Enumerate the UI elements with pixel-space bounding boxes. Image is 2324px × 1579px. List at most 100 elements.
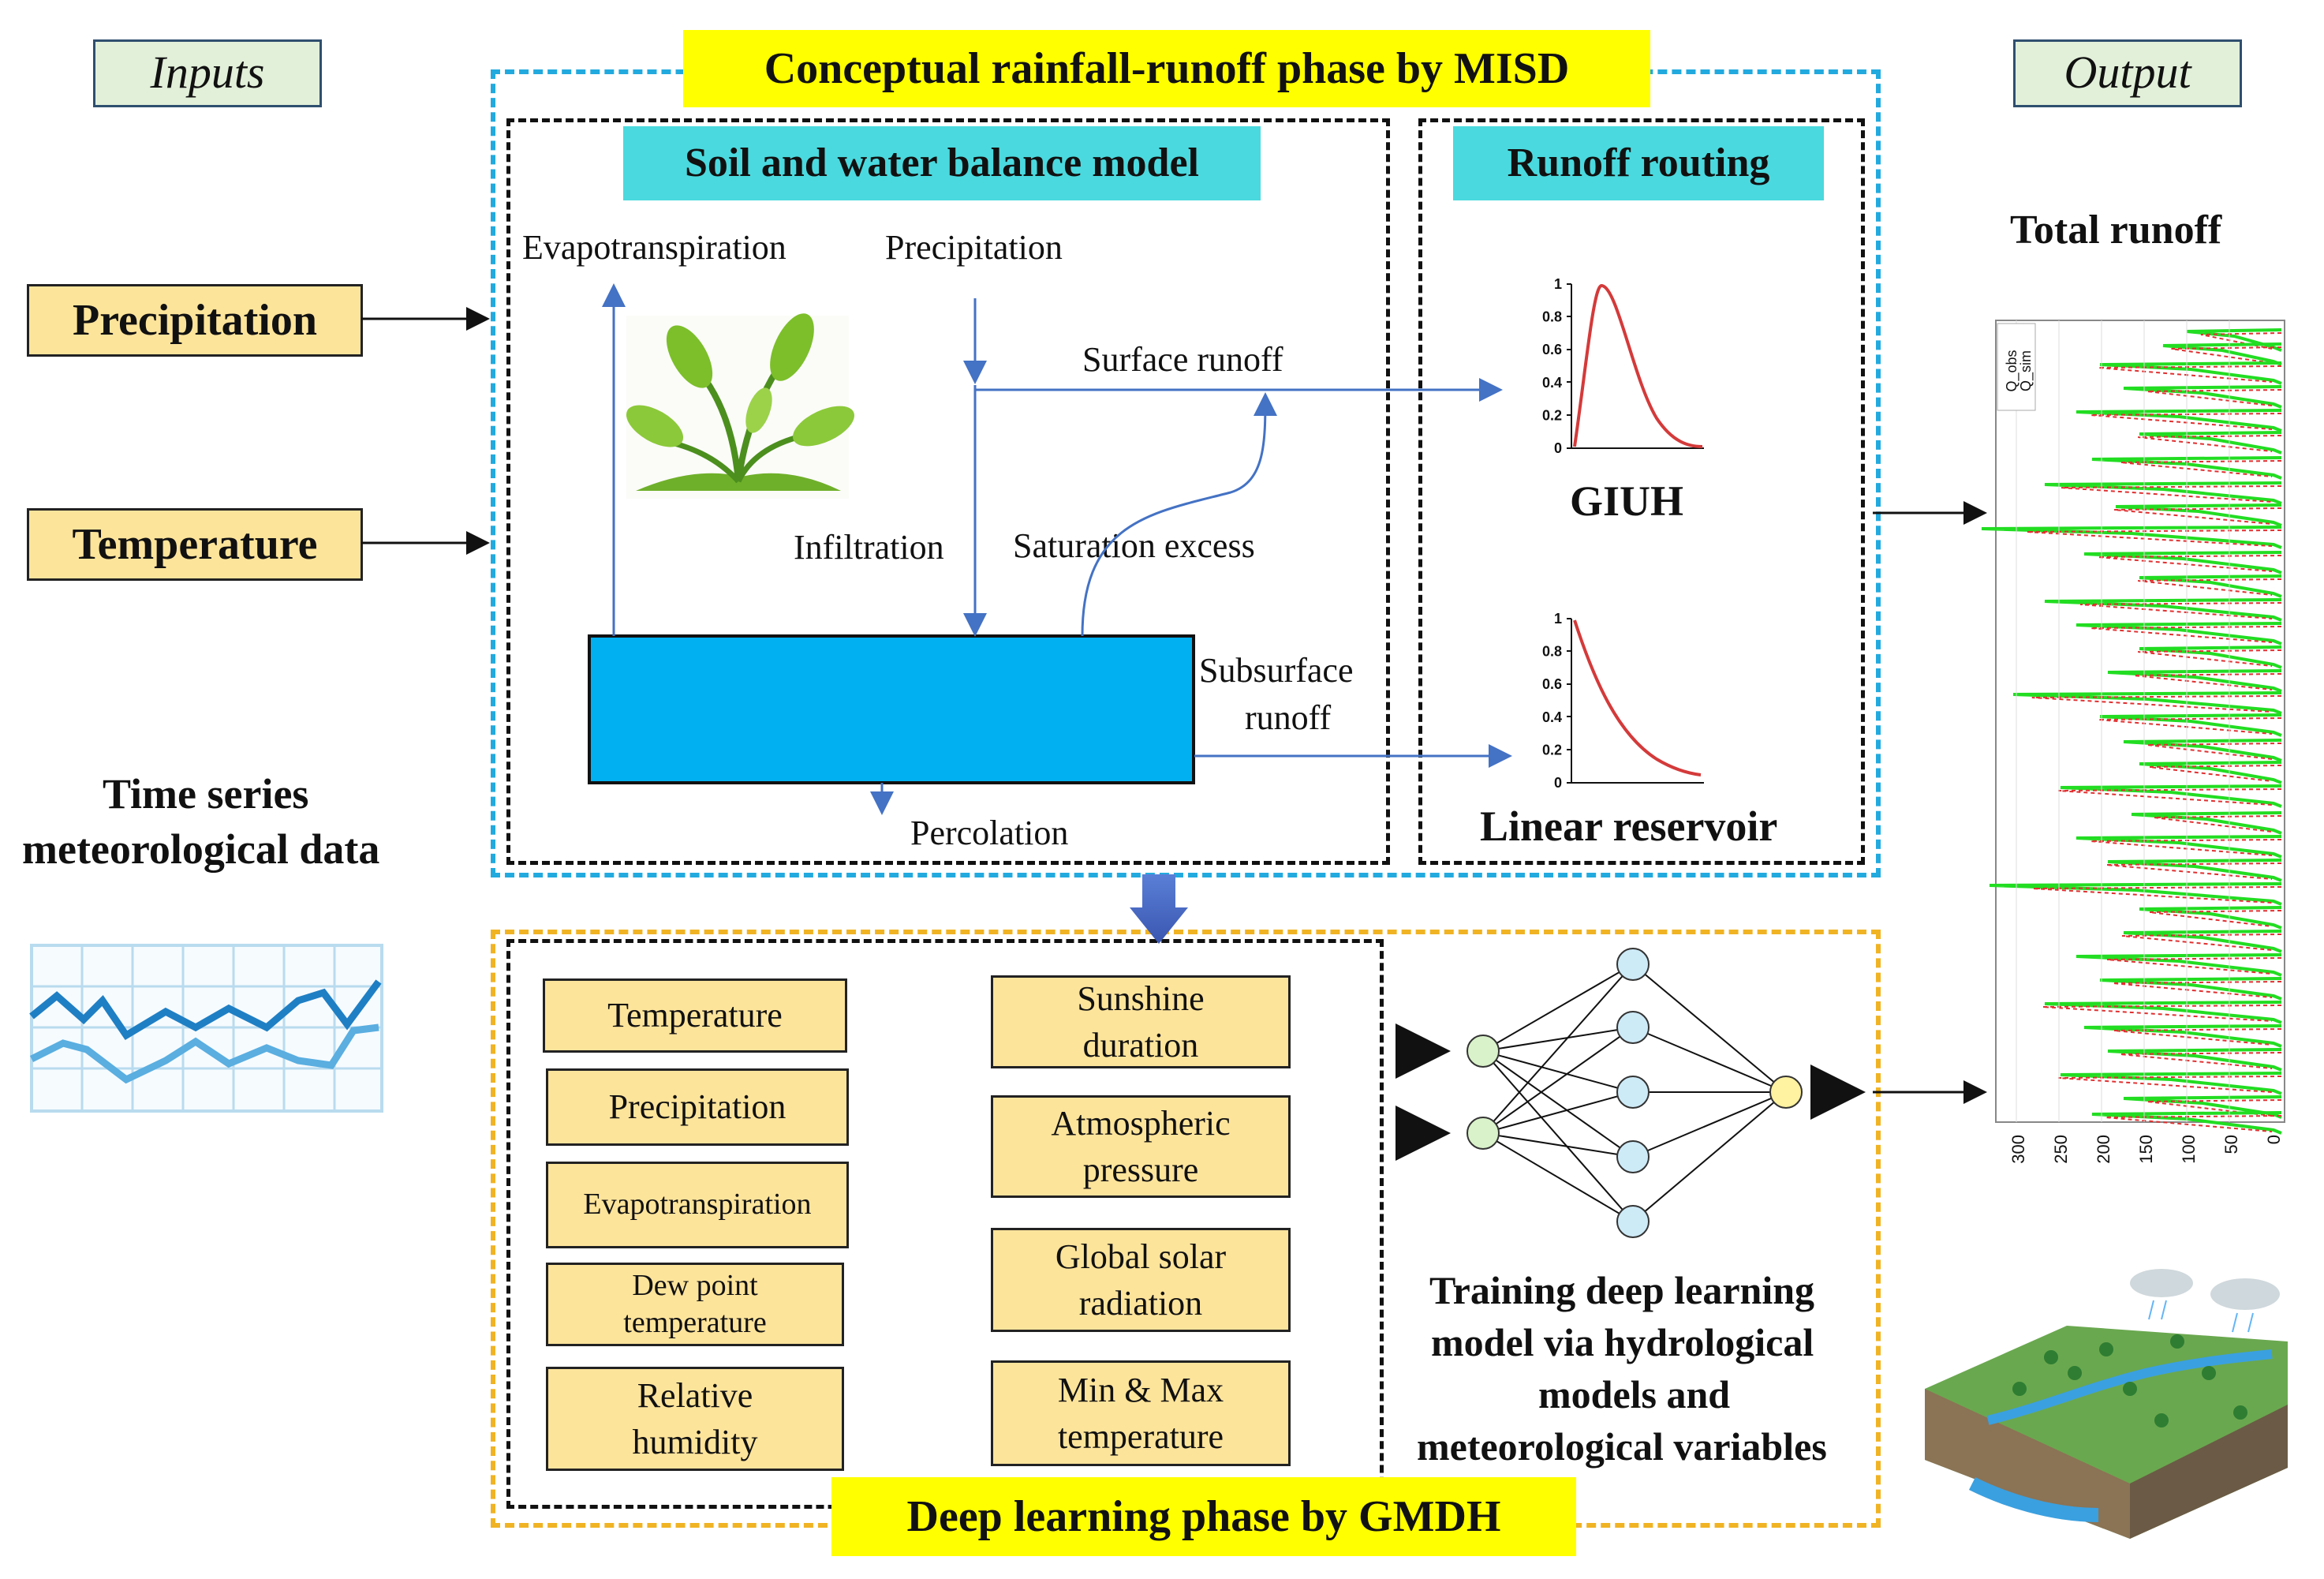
var-sunshine-duration: Sunshine duration	[991, 975, 1291, 1068]
var-min-max-temperature: Min & Max temperature	[991, 1360, 1291, 1466]
legend-obs: Q_obs	[2004, 350, 2020, 391]
runoff-sim-line	[2154, 815, 2282, 833]
training-text-3: models and	[1538, 1372, 1731, 1416]
runoff-obs-line	[2012, 691, 2282, 715]
runoff-obs-line	[2076, 953, 2282, 977]
runoff-obs-line	[2044, 481, 2282, 505]
runoff-obs-line	[2107, 1048, 2282, 1072]
runoff-obs-line	[2115, 503, 2282, 527]
total-runoff-chart	[1981, 320, 2285, 1135]
runoff-obs-line	[2076, 409, 2282, 432]
runoff-sim-line	[2113, 1028, 2282, 1046]
runoff-sim-line	[2098, 717, 2282, 735]
subsurface-runoff-label-1: Subsurface	[1199, 651, 1354, 690]
runoff-sim-line	[2061, 485, 2282, 503]
runoff-tick-label: 50	[2221, 1135, 2241, 1154]
subsurface-runoff-label-2: runoff	[1245, 698, 1332, 737]
soil-water-title: Soil and water balance model	[623, 126, 1261, 200]
runoff-sim-line	[2138, 578, 2282, 596]
giuh-tick-label: 0.6	[1542, 342, 1562, 357]
soil-water-frame	[506, 118, 1390, 865]
runoff-sim-line	[2121, 934, 2282, 951]
runoff-obs-line	[2083, 551, 2282, 574]
saturation-excess-label: Saturation excess	[1013, 526, 1255, 565]
training-text-4: meteorological variables	[1417, 1424, 1827, 1469]
runoff-tick-label: 100	[2179, 1135, 2199, 1164]
runoff-tick-label: 250	[2051, 1135, 2071, 1164]
runoff-obs-line	[2123, 1095, 2282, 1119]
runoff-sim-line	[2058, 788, 2282, 806]
runoff-sim-line	[2058, 1076, 2282, 1093]
var-precipitation: Precipitation	[546, 1068, 849, 1146]
giuh-tick-label: 1	[1554, 276, 1562, 292]
hidden-node	[1616, 1011, 1650, 1044]
runoff-sim-line	[2105, 1115, 2282, 1132]
soil-reservoir	[588, 634, 1195, 784]
runoff-sim-line	[2147, 389, 2282, 406]
giuh-plot	[1567, 283, 1704, 449]
var-global-solar-radiation: Global solar radiation	[991, 1228, 1291, 1332]
runoff-obs-line	[2099, 713, 2282, 737]
runoff-sim-line	[2033, 886, 2282, 904]
runoff-sim-line	[2147, 1099, 2282, 1117]
surface-runoff-label: Surface runoff	[1082, 340, 1283, 379]
linear-reservoir-plot	[1567, 618, 1704, 784]
runoff-obs-line	[2044, 598, 2282, 622]
reservoir-tick-label: 0.8	[1542, 644, 1562, 660]
runoff-sim-line	[2098, 555, 2282, 572]
plant-icon	[626, 313, 854, 499]
inputs-label: Inputs	[93, 39, 322, 107]
output-label: Output	[2013, 39, 2242, 107]
hidden-node	[1616, 1140, 1650, 1173]
hidden-node	[1616, 1076, 1650, 1109]
runoff-sim-line	[2113, 507, 2282, 525]
runoff-obs-line	[2060, 784, 2282, 808]
runoff-tick-label: 200	[2094, 1135, 2113, 1164]
reservoir-tick-label: 0.6	[1542, 676, 1562, 692]
runoff-sim-line	[2098, 365, 2282, 383]
legend-sim: Q_sim	[2018, 350, 2034, 391]
input-node	[1467, 1035, 1500, 1068]
runoff-obs-line	[2076, 622, 2282, 645]
runoff-sim-line	[2106, 957, 2282, 975]
input-temperature: Temperature	[27, 508, 363, 581]
runoff-obs-line	[2123, 739, 2282, 762]
giuh-tick-label: 0.2	[1542, 407, 1562, 423]
reservoir-tick-label: 1	[1554, 611, 1562, 627]
runoff-obs-line	[2044, 1001, 2282, 1024]
total-runoff-label: Total runoff	[2010, 208, 2222, 253]
runoff-sim-line	[2042, 1005, 2282, 1022]
infiltration-label: Infiltration	[794, 528, 944, 567]
runoff-obs-line	[2123, 385, 2282, 409]
runoff-tick-label: 300	[2008, 1135, 2028, 1164]
giuh-tick-label: 0.4	[1542, 375, 1562, 391]
saturation-excess-arrow	[1081, 392, 1277, 637]
runoff-sim-line	[2149, 910, 2282, 927]
evapotranspiration-label: Evapotranspiration	[522, 228, 786, 267]
giuh-tick-label: 0	[1554, 440, 1562, 456]
runoff-obs-line	[2107, 669, 2282, 693]
runoff-sim-line	[2138, 649, 2282, 667]
neural-network	[1396, 948, 1987, 1238]
var-dew-point-temperature: Dew point temperature	[546, 1263, 844, 1346]
giuh-tick-label: 0.8	[1542, 309, 1562, 325]
time-series-chart-icon	[29, 944, 383, 1113]
runoff-obs-line	[2076, 835, 2282, 859]
runoff-sim-line	[2149, 765, 2282, 782]
runoff-sim-line	[2031, 695, 2282, 713]
runoff-routing-frame	[1418, 118, 1865, 865]
runoff-obs-line	[1989, 882, 2282, 906]
runoff-tick-label: 150	[2136, 1135, 2156, 1164]
var-temperature: Temperature	[543, 978, 847, 1053]
reservoir-tick-label: 0.4	[1542, 709, 1562, 725]
runoff-obs-line	[2099, 361, 2282, 385]
runoff-obs-line	[2186, 328, 2282, 352]
runoff-obs-line	[2083, 1024, 2282, 1048]
var-atmospheric-pressure: Atmospheric pressure	[991, 1095, 1291, 1198]
deep-learning-phase-title: Deep learning phase by GMDH	[831, 1477, 1576, 1556]
runoff-obs-line	[2060, 1072, 2282, 1095]
runoff-obs-line	[2107, 859, 2282, 882]
input-node	[1467, 1117, 1500, 1150]
precipitation-label: Precipitation	[885, 228, 1063, 267]
